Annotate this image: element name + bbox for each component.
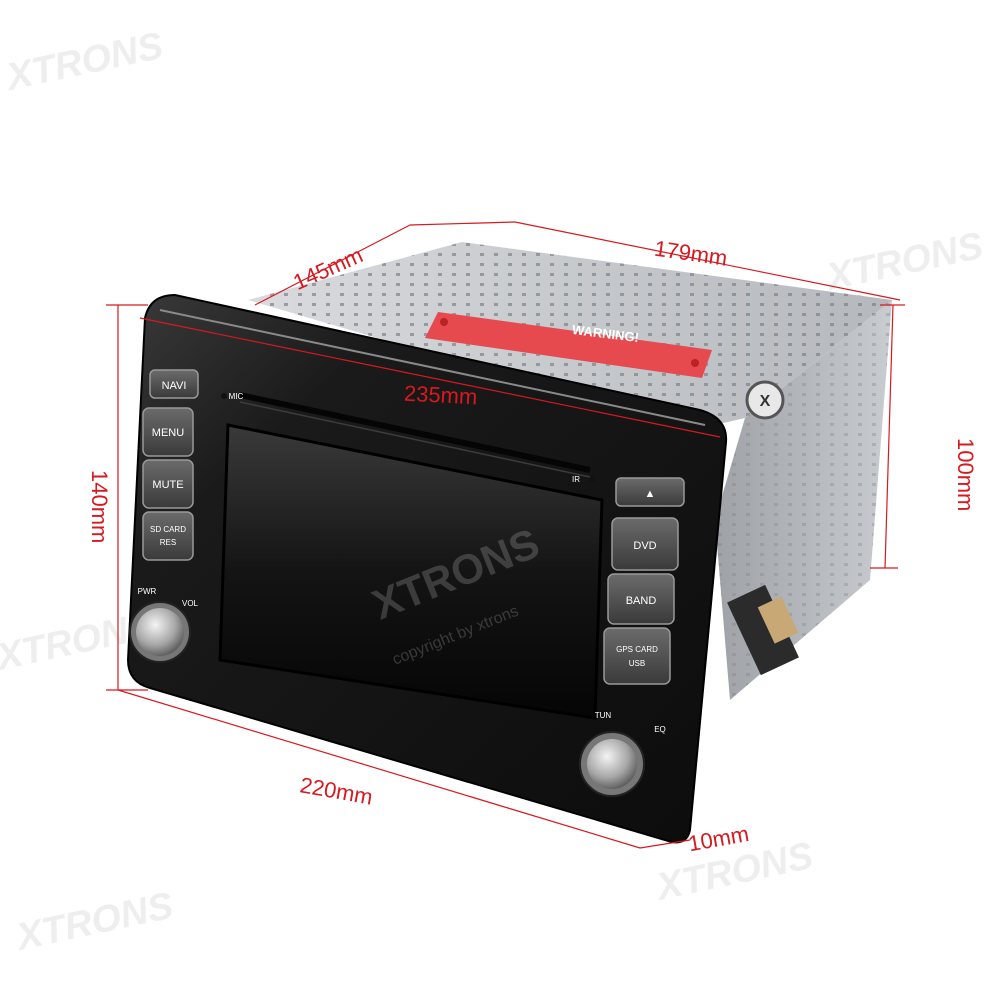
volume-knob[interactable]	[129, 601, 191, 663]
svg-text:DVD: DVD	[633, 540, 656, 552]
svg-text:USB: USB	[629, 659, 645, 668]
svg-text:NAVI: NAVI	[162, 380, 187, 392]
svg-text:MENU: MENU	[152, 427, 184, 439]
bottom-width-label: 220mm	[298, 772, 375, 809]
tuning-knob[interactable]	[579, 731, 645, 797]
mic-label: MIC	[229, 392, 244, 401]
face-width-label: 235mm	[403, 381, 478, 410]
right-height-label: 100mm	[953, 438, 978, 511]
warning-sticker: WARNING!	[425, 312, 712, 378]
menu-button[interactable]: MENU	[142, 407, 194, 457]
mounting-bracket	[727, 584, 799, 676]
eject-button[interactable]: ▲	[615, 477, 685, 507]
svg-text:X: X	[760, 393, 771, 410]
pwr-label: PWR	[138, 587, 157, 596]
eject-icon: ▲	[645, 488, 656, 500]
display-screen	[218, 423, 604, 720]
left-height-label: 140mm	[87, 470, 112, 543]
navi-button[interactable]: NAVI	[149, 369, 199, 399]
gps-card-usb-button[interactable]: GPS CARD USB	[603, 627, 671, 685]
sd-card-res-button[interactable]: SD CARD RES	[142, 511, 194, 561]
eq-label: EQ	[654, 725, 666, 734]
mute-button[interactable]: MUTE	[142, 459, 194, 509]
dvd-button[interactable]: DVD	[611, 517, 679, 571]
top-length-label: 179mm	[653, 236, 729, 271]
ir-label: IR	[572, 475, 580, 484]
svg-text:XTRONS: XTRONS	[1, 25, 167, 99]
svg-text:XTRONS: XTRONS	[11, 885, 177, 959]
band-button[interactable]: BAND	[607, 573, 675, 625]
tun-label: TUN	[595, 711, 612, 720]
ir-sensor-icon	[589, 476, 595, 482]
svg-text:XTRONS: XTRONS	[821, 225, 987, 299]
brand-badge-icon	[745, 380, 785, 420]
svg-text:RES: RES	[160, 538, 176, 547]
svg-text:SD CARD: SD CARD	[150, 525, 186, 534]
disc-slot	[239, 392, 591, 473]
vol-label: VOL	[182, 599, 199, 608]
svg-text:BAND: BAND	[626, 595, 657, 607]
dimension-lines	[106, 221, 905, 849]
svg-text:MUTE: MUTE	[152, 479, 183, 491]
mic-icon	[221, 393, 227, 399]
svg-text:GPS CARD: GPS CARD	[616, 645, 658, 654]
